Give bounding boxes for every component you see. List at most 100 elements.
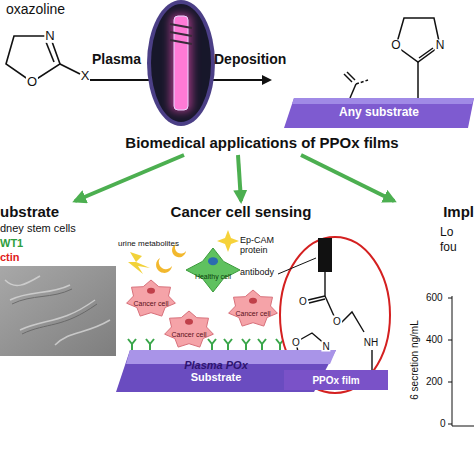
green-arrow (75, 155, 184, 201)
x-axis (452, 426, 474, 427)
micrograph-frame (0, 266, 116, 356)
text-label: antibody (240, 268, 274, 278)
text-label: 0 (440, 418, 446, 429)
node-text: Any substrate (339, 106, 419, 119)
node-text: Substrate (191, 371, 242, 383)
node-text: ubstrate (0, 204, 59, 221)
double-bond (46, 42, 54, 62)
text-label: Ep-CAM protein (240, 236, 284, 256)
text-label: ctin (0, 251, 20, 263)
cell-outline (20, 300, 95, 330)
cell-outlines (5, 276, 110, 345)
bond (324, 272, 325, 296)
tick (448, 298, 452, 299)
substituent-bond (60, 64, 80, 74)
chart-axis (448, 296, 474, 426)
coil (170, 24, 192, 44)
node-text: Impl (443, 204, 474, 221)
antibody-bar (318, 238, 332, 272)
cancer-cell: Cancer cell (126, 280, 176, 318)
node-text: Cancer cell sensing (171, 204, 312, 221)
cancer-cell: Cancer cell (164, 311, 214, 349)
node-text: Healthy cell (195, 259, 231, 281)
metabolite-bolt (128, 252, 150, 274)
atom-label: 6 secretion ng/mL (409, 320, 420, 400)
text-label: 200 (426, 376, 443, 387)
ring-bonds (396, 18, 440, 62)
tick (448, 382, 452, 383)
surface-antibodies (128, 339, 284, 350)
bond (325, 296, 334, 316)
bond (309, 299, 325, 303)
cancer-shape (228, 290, 278, 328)
node-text: Cancer cell (235, 300, 270, 318)
green-arrow (301, 155, 394, 201)
tick (448, 340, 452, 341)
text-label: Lo (440, 226, 453, 239)
antibody-symbol (258, 339, 266, 350)
atom-label: O (332, 316, 342, 327)
cell-outline (55, 320, 110, 345)
node-text: Cancer cell (171, 321, 206, 339)
antibody-symbol (208, 339, 216, 350)
cancer-cell: Cancer cell (228, 290, 278, 328)
coil-turn (170, 32, 192, 36)
healthy-shape (186, 248, 240, 292)
metabolite-crescent (156, 258, 172, 273)
photo-background (151, 4, 211, 122)
node-text: Cancer cell (133, 290, 168, 308)
bond (340, 312, 364, 332)
text-label: 400 (426, 334, 443, 345)
plasma-glow (170, 14, 192, 112)
node-text: Biomedical applications of PPOx films (125, 135, 398, 152)
group-bond (356, 80, 368, 84)
oxazoline-structure (6, 36, 80, 82)
bond (371, 350, 372, 370)
antibody-symbol (146, 339, 154, 350)
cancer-cell-shape (229, 290, 278, 326)
antibody-symbol (128, 339, 136, 350)
cell-nucleus (185, 319, 193, 325)
substrate-slab (284, 98, 474, 128)
tick (448, 424, 452, 425)
text-label: WT1 (0, 237, 23, 249)
cell-shadows (12, 289, 97, 334)
healthy-cell-shape (186, 248, 240, 292)
anchor-bond (417, 62, 419, 98)
text-label: Deposition (214, 52, 286, 67)
cell-shadow (22, 304, 97, 334)
metabolite-star (217, 230, 239, 252)
substrate-slab: Any substrate (284, 98, 474, 128)
cell-nucleus (208, 257, 218, 265)
application-heading: Impl (380, 203, 474, 221)
coil-turn (170, 24, 192, 28)
node-text: PPOx film (312, 375, 359, 386)
antibody-symbol (242, 339, 250, 350)
ppox-film-bar (284, 370, 388, 390)
atom-label: NH (363, 337, 379, 348)
cell-shadow (12, 289, 72, 304)
atom-label: O (298, 296, 308, 307)
text-label: urine metabolites (118, 240, 179, 249)
group-bond (350, 84, 356, 98)
text-label: oxazoline (6, 2, 65, 17)
cell-micrograph (0, 266, 116, 356)
cancer-shape (164, 311, 214, 349)
antibody-symbol (224, 339, 232, 350)
green-arrow (238, 155, 241, 201)
cell-outline (5, 276, 40, 286)
section-title: Biomedical applications of PPOx films (112, 133, 412, 153)
double-bond (419, 48, 433, 58)
application-heading: Cancer cell sensing (166, 203, 316, 221)
text-label: dney stem cells (0, 222, 76, 234)
plasma-reactor-photo (147, 0, 215, 126)
cell-nucleus (249, 298, 257, 304)
text-label: fou (440, 241, 457, 254)
text-label: 600 (426, 292, 443, 303)
atom-label: O (26, 75, 38, 89)
cancer-shape (126, 280, 176, 318)
y-axis (452, 296, 453, 426)
atom-label: N (321, 341, 330, 352)
